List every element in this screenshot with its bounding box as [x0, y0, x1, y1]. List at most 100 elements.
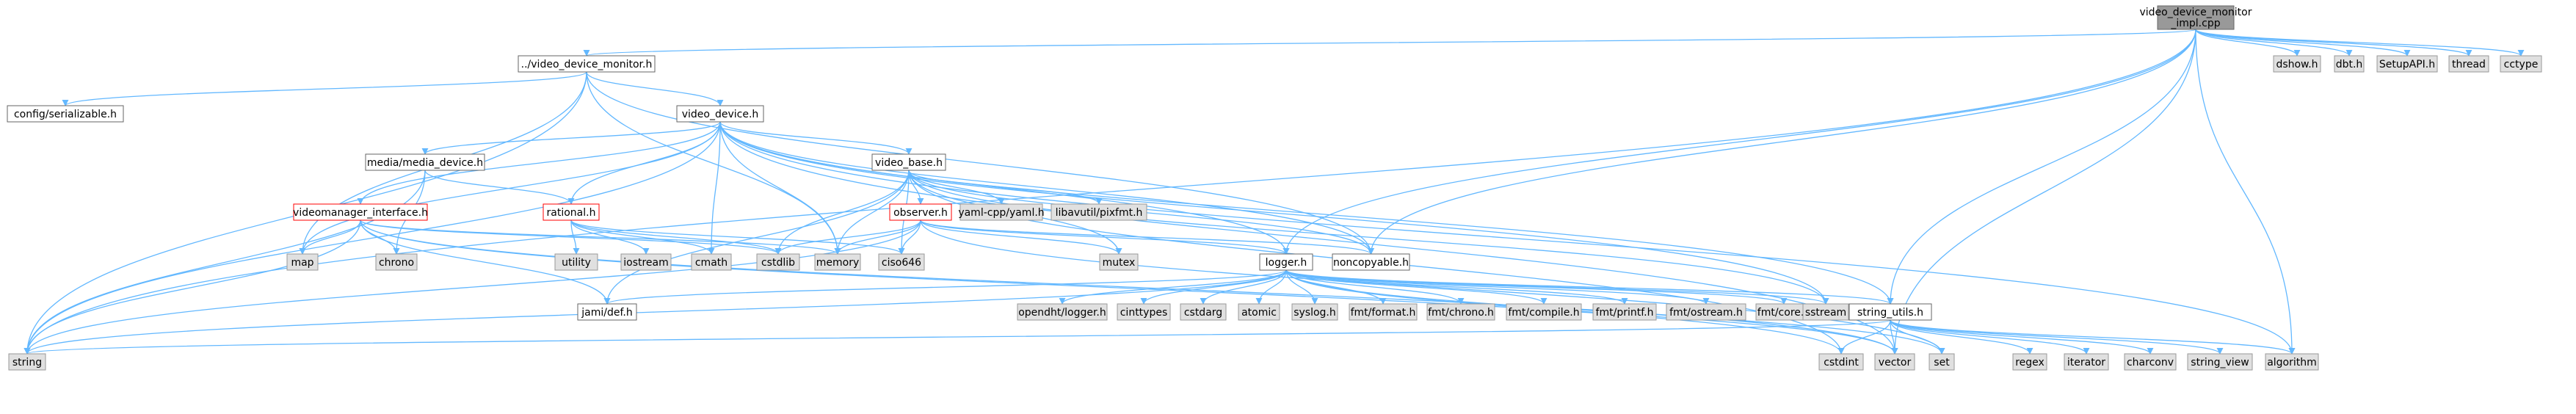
node-label-chrono: chrono: [379, 257, 414, 269]
node-cfg[interactable]: config/serializable.h: [7, 105, 124, 123]
edge-vmi-to-chrono: [360, 219, 400, 255]
node-box-dbt: [2334, 55, 2365, 73]
node-md[interactable]: media/media_device.h: [365, 153, 485, 171]
edge-root-to-su: [1887, 29, 2196, 305]
edge-log-to-fmtprintf: [1285, 269, 1628, 305]
node-label-su: string_utils.h: [1857, 307, 1923, 319]
node-label-jami: jami/def.h: [581, 307, 632, 319]
node-iostream: iostream: [620, 253, 672, 271]
edge-vd-to-nc: [719, 121, 1374, 255]
node-label-rat: rational.h: [547, 207, 596, 219]
node-cctype: cctype: [2500, 55, 2542, 73]
node-fmtprintf: fmt/printf.h: [1592, 303, 1657, 321]
node-label-fmtostream: fmt/ostream.h: [1669, 307, 1743, 319]
edge-vmi-to-string: [23, 219, 361, 355]
edge-vmi-to-cstdint: [360, 219, 1845, 355]
node-label-ciso646: ciso646: [882, 257, 921, 269]
node-fmtformat: fmt/format.h: [1349, 303, 1418, 321]
node-mutex: mutex: [1099, 253, 1139, 271]
node-label-cinttypes: cinttypes: [1120, 307, 1168, 319]
edge-log-to-opendht: [1059, 269, 1287, 305]
edge-md-to-rat: [424, 170, 575, 205]
node-jami[interactable]: jami/def.h: [577, 303, 637, 321]
node-opendht: opendht/logger.h: [1017, 303, 1108, 321]
edge-rat-to-cstdlib: [570, 219, 782, 255]
node-memory: memory: [814, 253, 861, 271]
edge-log-to-string: [23, 269, 1287, 355]
node-box-vmi: [293, 203, 428, 221]
edge-root-to-string: [23, 29, 2196, 355]
edge-rat-to-iostream: [570, 219, 650, 255]
node-obs[interactable]: observer.h: [889, 203, 952, 221]
node-vd[interactable]: video_device.h: [676, 105, 764, 123]
node-label-nc: noncopyable.h: [1333, 257, 1409, 269]
node-vmi[interactable]: videomanager_interface.h: [293, 203, 428, 221]
node-box-log: [1259, 253, 1313, 271]
edge-su-to-regex: [1890, 319, 2033, 355]
node-label-iterator: iterator: [2067, 357, 2105, 368]
node-box-regex: [2012, 353, 2047, 371]
node-log[interactable]: logger.h: [1259, 253, 1313, 271]
edge-log-to-syslog: [1285, 269, 1318, 305]
edge-su-to-iterator: [1890, 319, 2090, 355]
edge-log-to-fmtostream: [1285, 269, 1710, 305]
edge-log-to-fmtchrono: [1285, 269, 1465, 305]
node-root[interactable]: video_device_monitor_impl.cpp: [2139, 5, 2252, 30]
node-su[interactable]: string_utils.h: [1848, 303, 1932, 321]
node-algorithm: algorithm: [2265, 353, 2319, 371]
edge-vd-to-vmi: [357, 121, 721, 205]
node-vdm[interactable]: ../video_device_monitor.h: [518, 55, 656, 73]
node-box-sstream: [1802, 303, 1849, 321]
node-label-fmtcore: fmt/core.h: [1757, 307, 1810, 319]
node-chrono: chrono: [375, 253, 418, 271]
node-label-memory: memory: [816, 257, 860, 269]
edge-vdm-to-vd: [586, 71, 724, 106]
node-nc[interactable]: noncopyable.h: [1332, 253, 1410, 271]
node-box-setupapi: [2376, 55, 2438, 73]
node-cstdarg: cstdarg: [1180, 303, 1227, 321]
edge-vd-to-memory: [719, 121, 841, 255]
node-string_view: string_view: [2187, 353, 2253, 371]
edge-su-to-algorithm: [1890, 319, 2296, 355]
edge-obs-to-nc: [920, 219, 1374, 255]
edge-obs-to-mutex: [920, 219, 1122, 255]
node-label-cstdint: cstdint: [1824, 357, 1859, 368]
node-box-obs: [889, 203, 952, 221]
node-ciso646: ciso646: [878, 253, 925, 271]
edge-root-to-vdm: [584, 29, 2196, 57]
node-fmtchrono: fmt/chrono.h: [1426, 303, 1495, 321]
node-pixfmt: libavutil/pixfmt.h: [1051, 203, 1147, 221]
node-label-algorithm: algorithm: [2267, 357, 2317, 368]
node-box-cfg: [7, 105, 124, 123]
edge-vdm-to-memory: [586, 71, 841, 255]
node-box-fmtostream: [1666, 303, 1746, 321]
node-fmtcore: fmt/core.h: [1755, 303, 1813, 321]
node-box-iterator: [2064, 353, 2109, 371]
node-box-utility: [554, 253, 598, 271]
node-box-cinttypes: [1117, 303, 1171, 321]
node-label-yaml: yaml-cpp/yaml.h: [958, 207, 1044, 219]
edge-log-to-su: [1285, 269, 1894, 305]
edge-rat-to-utility: [570, 219, 580, 255]
node-vb[interactable]: video_base.h: [871, 153, 946, 171]
node-label-md: media/media_device.h: [367, 157, 483, 169]
node-box-rat: [543, 203, 600, 221]
node-rat[interactable]: rational.h: [543, 203, 600, 221]
node-box-fmtprintf: [1592, 303, 1657, 321]
node-label-vd: video_device.h: [682, 109, 759, 120]
node-yaml: yaml-cpp/yaml.h: [958, 203, 1045, 221]
edge-root-to-setupapi: [2195, 29, 2411, 57]
node-box-memory: [814, 253, 861, 271]
node-label-atomic: atomic: [1241, 307, 1277, 319]
node-box-dshow: [2273, 55, 2321, 73]
node-box-vb: [871, 153, 946, 171]
node-label-fmtprintf: fmt/printf.h: [1596, 307, 1654, 319]
edge-root-to-vector: [1891, 29, 2196, 355]
edge-vmi-to-memory: [360, 219, 841, 255]
node-box-cstdint: [1818, 353, 1864, 371]
edge-vd-to-algorithm: [719, 121, 2296, 355]
edge-vdm-to-cfg: [62, 71, 587, 106]
node-vector: vector: [1874, 353, 1915, 371]
node-box-su: [1848, 303, 1932, 321]
